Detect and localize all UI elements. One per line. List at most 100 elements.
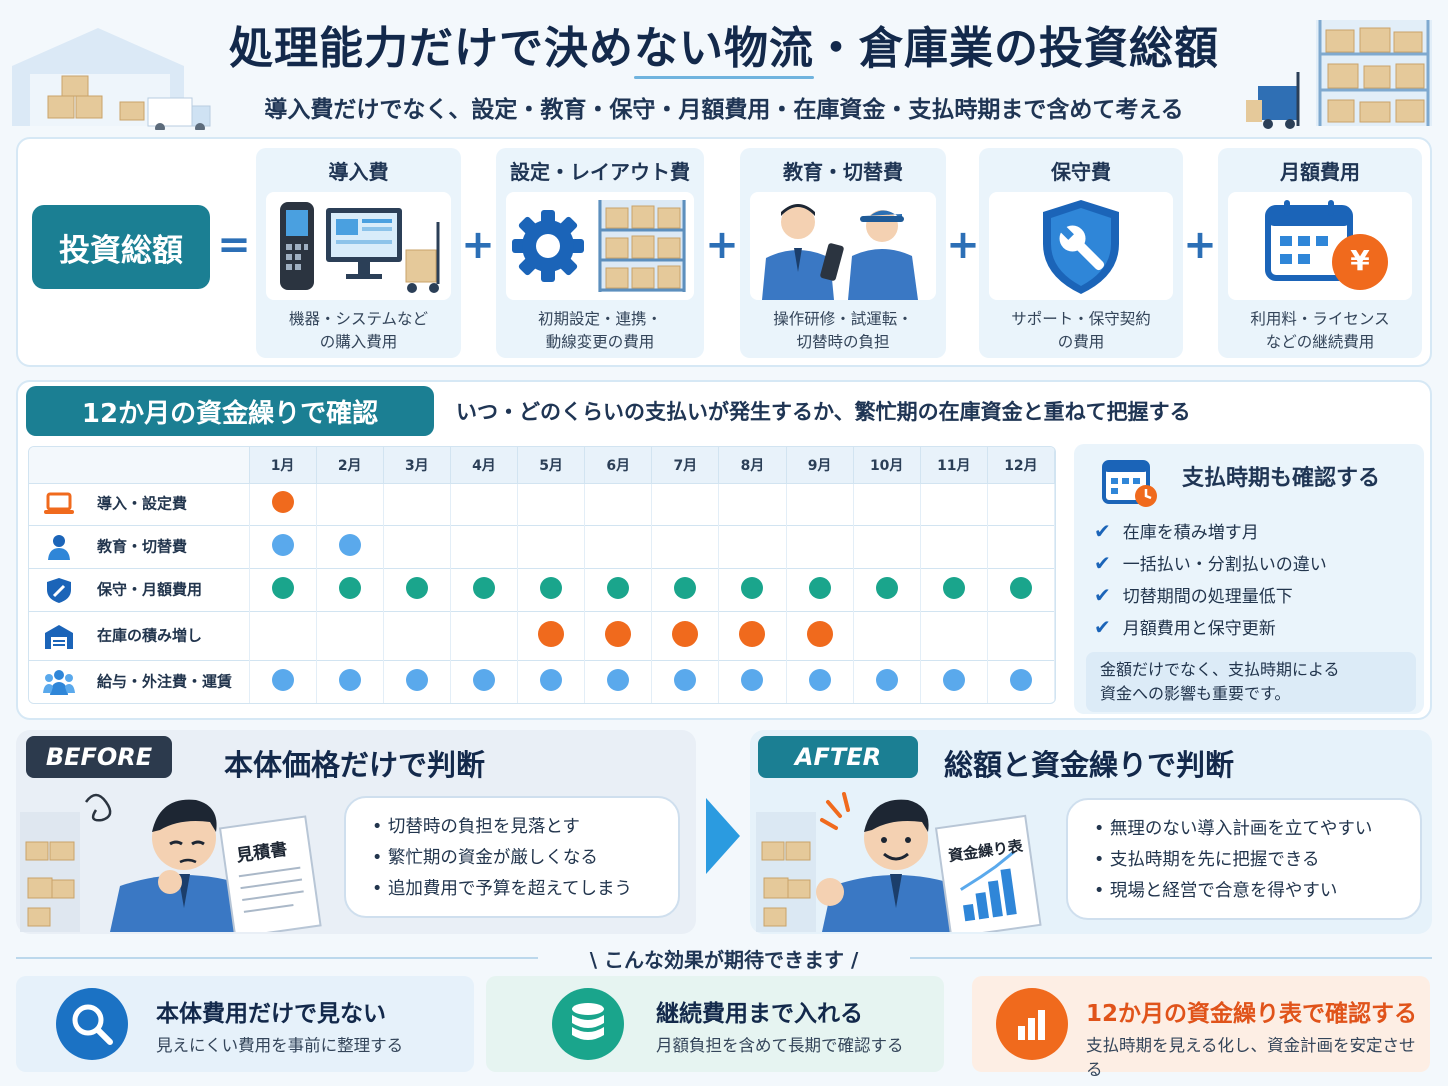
schedule-cell: [249, 568, 317, 612]
confident-worker-illustration: [756, 792, 1042, 932]
effect-desc: 月額負担を含めて長期で確認する: [656, 1036, 904, 1055]
month-header: 8月: [718, 447, 787, 483]
payment-dot: [808, 669, 831, 692]
schedule-cell: [249, 611, 317, 661]
payment-dot: [741, 669, 764, 692]
row-label: 在庫の積み増し: [29, 611, 250, 661]
schedule-cell: [450, 611, 519, 661]
search-icon: [56, 988, 128, 1060]
payment-dot: [674, 669, 697, 692]
effects-divider-left: [16, 957, 538, 959]
schedule-cell: [920, 611, 988, 661]
cost-card-setup: 設定・レイアウト費 初期設定・連携・ 動線変更の費用: [496, 148, 704, 358]
payment-dot: [741, 577, 764, 600]
cost-card-desc-line2: の費用: [1057, 333, 1105, 351]
cost-card-introduction: 導入費 機器・システムなど の購入費用: [256, 148, 461, 358]
table-row: 教育・切替費: [29, 525, 1055, 569]
cost-card-title: 教育・切替費: [783, 160, 903, 184]
schedule-cell: [718, 611, 787, 661]
schedule-cell: [316, 525, 384, 569]
month-header: 9月: [786, 447, 854, 483]
schedule-cell: [316, 611, 384, 661]
cost-card-desc-line2: 動線変更の費用: [545, 333, 655, 351]
payment-dot: [1009, 577, 1032, 600]
schedule-cell: [853, 660, 921, 703]
schedule-cell: [517, 660, 586, 703]
effect-card-recurring: 継続費用まで入れる 月額負担を含めて長期で確認する: [486, 976, 944, 1072]
schedule-cell: [651, 525, 720, 569]
check-item: ✔一括払い・分割払いの違い: [1094, 551, 1327, 575]
schedule-cell: [383, 660, 451, 703]
payment-dot: [540, 669, 563, 692]
after-point: • 支払時期を先に把握できる: [1094, 850, 1320, 870]
plus-sign-3: +: [946, 222, 980, 268]
schedule-cell: [450, 482, 519, 526]
schedule-cell: [450, 660, 519, 703]
payment-dot: [942, 577, 965, 600]
table-row: 導入・設定費: [29, 482, 1055, 526]
schedule-cell: [584, 568, 653, 612]
formula-panel: [16, 137, 1432, 367]
payment-dot: [607, 577, 630, 600]
checklist-title: 支払時期も確認する: [1182, 466, 1381, 491]
shelf-forklift-illustration: [1246, 20, 1432, 129]
cost-card-desc-line1: サポート・保守契約: [1011, 310, 1151, 328]
cost-card-title: 月額費用: [1280, 160, 1360, 184]
schedule-cell: [249, 482, 317, 526]
calendar-clock-icon: [1102, 460, 1157, 507]
payment-dot: [271, 491, 294, 514]
cost-card-desc-line2: などの継続費用: [1265, 333, 1375, 351]
cost-card-title: 設定・レイアウト費: [510, 160, 690, 184]
payment-dot: [405, 669, 428, 692]
table-row: 在庫の積み増し: [29, 611, 1055, 661]
before-tag: BEFORE: [26, 736, 172, 778]
payment-dot: [672, 621, 699, 648]
schedule-cell: [786, 660, 854, 703]
schedule-cell: [651, 568, 720, 612]
effect-desc: 支払時期を見える化し、資金計画を安定させる: [1086, 1036, 1416, 1079]
cost-card-monthly: 月額費用 ¥ 利用料・ライセンス などの継続費用: [1218, 148, 1422, 358]
schedule-cell: [517, 611, 586, 661]
schedule-cell: [786, 525, 854, 569]
cost-card-title: 導入費: [328, 160, 389, 184]
month-header: 7月: [651, 447, 720, 483]
payment-dot: [806, 621, 833, 648]
schedule-cell: [853, 568, 921, 612]
schedule-cell: [517, 482, 586, 526]
cost-card-desc-line1: 初期設定・連携・: [537, 310, 662, 328]
after-point: • 現場と経営で合意を得やすい: [1094, 881, 1338, 901]
schedule-tag: 12か月の資金繰りで確認: [26, 386, 434, 436]
schedule-cell: [853, 525, 921, 569]
schedule-cell: [450, 568, 519, 612]
person-icon: [43, 534, 75, 561]
schedule-cell: [517, 568, 586, 612]
payment-dot: [338, 534, 361, 557]
schedule-cell: [316, 660, 384, 703]
gear-shelf-icon: [506, 192, 694, 300]
cost-card-title: 保守費: [1051, 160, 1111, 184]
payment-dot: [540, 577, 563, 600]
schedule-cell: [920, 660, 988, 703]
schedule-cell: [316, 482, 384, 526]
schedule-cell: [920, 482, 988, 526]
schedule-cell: [249, 660, 317, 703]
payment-dot: [538, 621, 565, 648]
cost-card-desc-line1: 機器・システムなど: [288, 310, 429, 328]
row-label: 教育・切替費: [29, 525, 250, 569]
cost-card-training: 教育・切替費 操作研修・試運転・ 切替時の負担: [740, 148, 946, 358]
month-header: 11月: [920, 447, 988, 483]
schedule-cell: [584, 482, 653, 526]
page-subtitle: 導入費だけでなく、設定・教育・保守・月額費用・在庫資金・支払時期まで含めて考える: [264, 97, 1184, 123]
shield-wrench-icon: [989, 192, 1173, 300]
payment-dot: [338, 669, 361, 692]
payment-timing-checklist: 支払時期も確認する ✔在庫を積み増す月 ✔一括払い・分割払いの違い ✔切替期間の…: [1074, 444, 1424, 714]
before-point: • 繁忙期の資金が厳しくなる: [372, 848, 598, 868]
before-points-bubble: • 切替時の負担を見落とす • 繁忙期の資金が厳しくなる • 追加費用で予算を超…: [344, 796, 680, 918]
payment-dot: [338, 577, 361, 600]
schedule-cell: [517, 525, 586, 569]
plus-sign-4: +: [1183, 222, 1217, 268]
schedule-lead-text: いつ・どのくらいの支払いが発生するか、繁忙期の在庫資金と重ねて把握する: [456, 400, 1191, 424]
schedule-cell: [987, 660, 1055, 703]
schedule-cell: [853, 611, 921, 661]
